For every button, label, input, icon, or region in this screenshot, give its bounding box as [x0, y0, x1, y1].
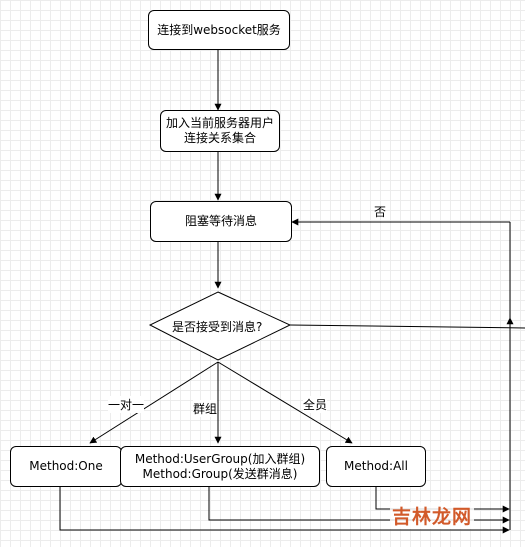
edge-label-no: 否 — [374, 205, 387, 219]
edge-label-all: 全员 — [303, 396, 328, 413]
node-method-all: Method:All — [326, 446, 426, 487]
node-method-all-label: Method:All — [344, 459, 408, 473]
node-connect-label: 连接到websocket服务 — [157, 22, 281, 37]
node-method-group-label-1: Method:UserGroup(加入群组) — [134, 451, 306, 466]
edge-decision-to-one — [89, 361, 219, 444]
node-add-user-connection: 加入当前服务器用户 连接关系集合 — [160, 110, 280, 152]
node-connect-websocket: 连接到websocket服务 — [148, 10, 290, 50]
edge-label-group: 群组 — [193, 400, 218, 417]
edge-decision-no — [289, 324, 525, 329]
watermark-logo: 吉林龙网 — [390, 502, 475, 529]
node-method-group-label-2: Method:Group(发送群消息) — [142, 466, 298, 481]
edge-one-return — [59, 487, 510, 534]
node-method-one-label: Method:One — [29, 459, 103, 473]
decision-diamond — [148, 291, 292, 361]
decision-label: 是否接受到消息? — [172, 320, 263, 334]
node-method-one: Method:One — [10, 446, 122, 487]
edge-label-one-to-one: 一对一 — [108, 396, 145, 413]
node-add-user-label-2: 连接关系集合 — [183, 131, 256, 145]
node-wait-label: 阻塞等待消息 — [184, 214, 257, 228]
node-add-user-label-1: 加入当前服务器用户 — [165, 116, 274, 130]
edge-decision-to-all — [217, 361, 353, 444]
node-method-group: Method:UserGroup(加入群组) Method:Group(发送群消… — [120, 446, 320, 487]
node-wait-message: 阻塞等待消息 — [150, 201, 292, 242]
